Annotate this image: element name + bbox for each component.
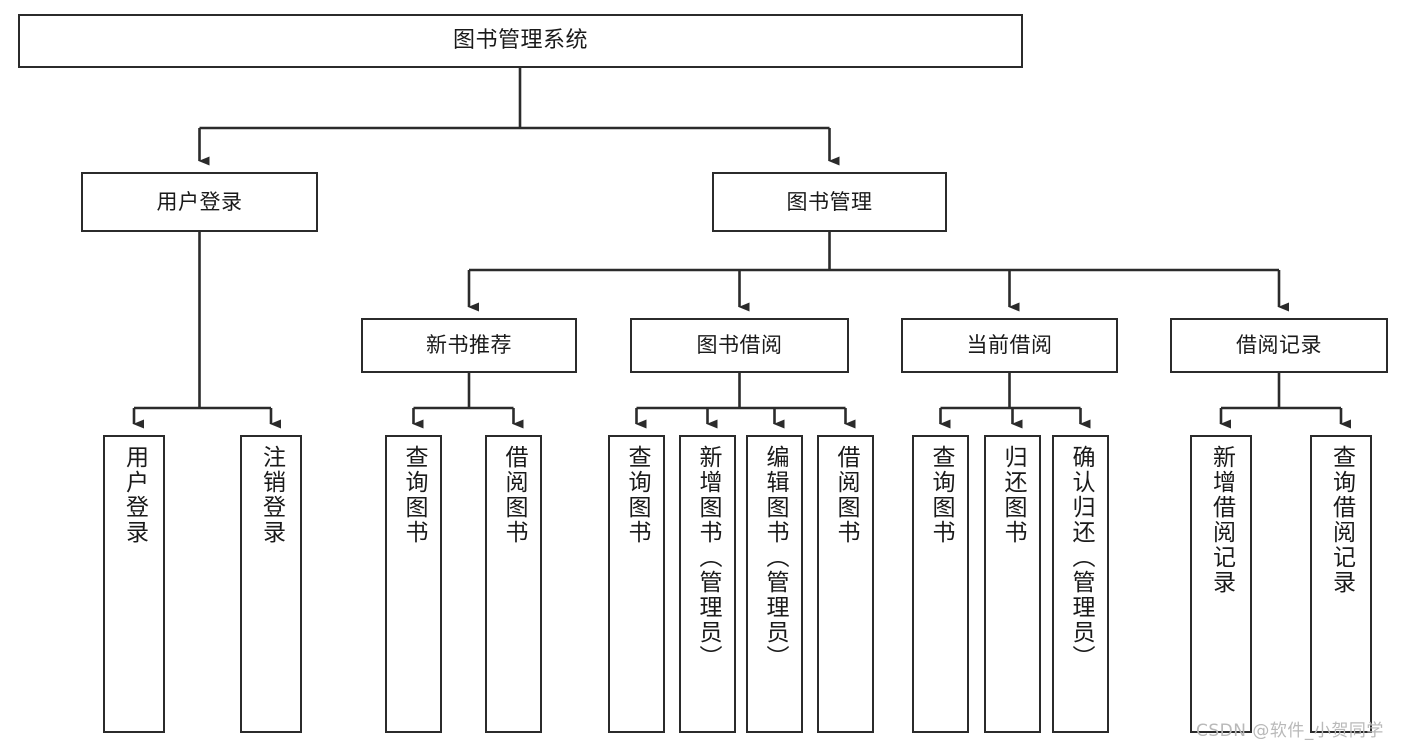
node-label: 图书借阅 xyxy=(696,333,783,358)
node-l2_3[interactable]: 借阅记录 xyxy=(1170,318,1388,373)
node-label: 新增借阅记录 xyxy=(1208,445,1235,595)
node-label: 用户登录 xyxy=(156,189,243,214)
node-leaf_4[interactable]: 查询图书 xyxy=(608,435,665,733)
node-label: 图书管理系统 xyxy=(452,27,588,53)
node-label: 当前借阅 xyxy=(966,333,1053,358)
node-leaf_8[interactable]: 查询图书 xyxy=(912,435,969,733)
node-label: 用户登录 xyxy=(121,445,148,545)
node-leaf_2[interactable]: 查询图书 xyxy=(385,435,442,733)
node-label: 新增图书（管理员） xyxy=(695,445,721,670)
node-l2_0[interactable]: 新书推荐 xyxy=(361,318,577,373)
node-l2_2[interactable]: 当前借阅 xyxy=(901,318,1118,373)
node-l1_1[interactable]: 图书管理 xyxy=(712,172,947,232)
node-label: 借阅图书 xyxy=(833,445,859,545)
node-leaf_6[interactable]: 编辑图书（管理员） xyxy=(746,435,803,733)
node-root[interactable]: 图书管理系统 xyxy=(18,14,1023,68)
node-label: 查询图书 xyxy=(401,445,427,545)
node-label: 新书推荐 xyxy=(426,333,512,358)
node-leaf_1[interactable]: 注销登录 xyxy=(240,435,302,733)
node-label: 注销登录 xyxy=(258,445,285,545)
node-leaf_10[interactable]: 确认归还（管理员） xyxy=(1052,435,1109,733)
node-label: 查询借阅记录 xyxy=(1328,445,1355,595)
node-label: 借阅图书 xyxy=(501,445,527,545)
node-label: 编辑图书（管理员） xyxy=(762,445,788,670)
node-leaf_7[interactable]: 借阅图书 xyxy=(817,435,874,733)
node-leaf_3[interactable]: 借阅图书 xyxy=(485,435,542,733)
node-label: 图书管理 xyxy=(786,189,873,214)
node-leaf_12[interactable]: 查询借阅记录 xyxy=(1310,435,1372,733)
node-label: 归还图书 xyxy=(1000,445,1026,545)
csdn-watermark: CSDN @软件_小贺同学 xyxy=(1196,721,1384,741)
node-label: 确认归还（管理员） xyxy=(1068,445,1094,670)
node-l2_1[interactable]: 图书借阅 xyxy=(630,318,849,373)
node-label: 查询图书 xyxy=(624,445,650,545)
node-leaf_5[interactable]: 新增图书（管理员） xyxy=(679,435,736,733)
node-l1_0[interactable]: 用户登录 xyxy=(81,172,318,232)
node-label: 借阅记录 xyxy=(1236,333,1322,358)
node-label: 查询图书 xyxy=(928,445,954,545)
node-leaf_11[interactable]: 新增借阅记录 xyxy=(1190,435,1252,733)
node-leaf_9[interactable]: 归还图书 xyxy=(984,435,1041,733)
node-leaf_0[interactable]: 用户登录 xyxy=(103,435,165,733)
